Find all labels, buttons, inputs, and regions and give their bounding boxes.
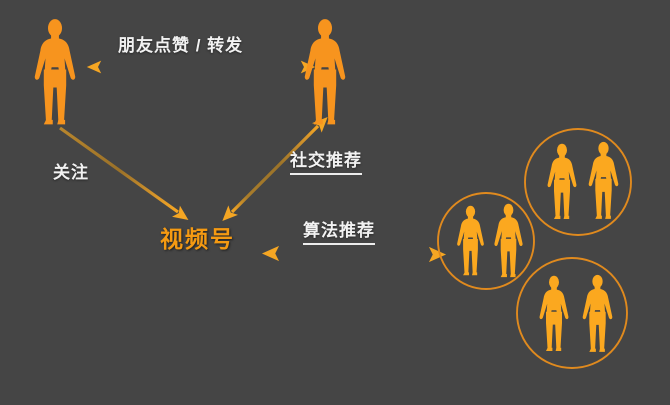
label-algorithm-recommend: 算法推荐 [303,216,375,245]
label-social-recommend: 社交推荐 [290,146,362,175]
label-friend-like-share: 朋友点赞 / 转发 [118,36,244,55]
edge-friend-like-share [86,60,316,74]
label-follow: 关注 [53,163,89,182]
label-channels: 视频号 [160,226,235,252]
edge-follow [59,126,193,226]
edge-social-recommend [217,112,333,226]
node-group-left [437,192,535,290]
node-person-left [34,19,76,125]
edge-algorithm-recommend [261,245,447,263]
node-group-top [524,128,632,236]
node-person-right [304,19,346,125]
node-group-bottom [516,257,628,369]
